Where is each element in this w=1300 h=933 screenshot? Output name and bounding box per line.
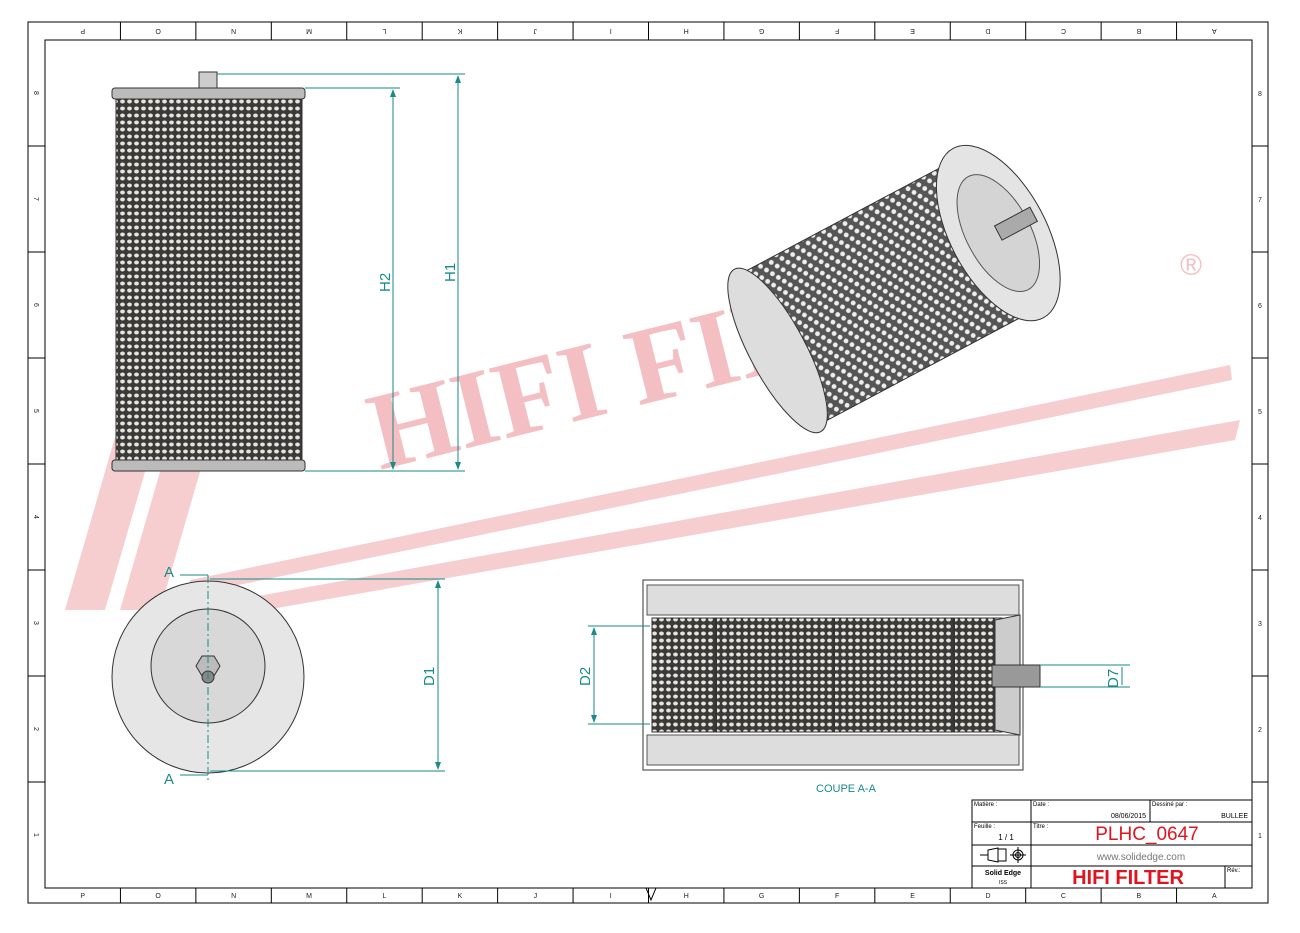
- row-label-left: 7: [32, 197, 39, 201]
- column-label-bottom: D: [985, 893, 990, 900]
- column-label-top: I: [610, 27, 612, 34]
- column-label-bottom: M: [306, 893, 312, 900]
- row-label-left: 2: [32, 727, 39, 731]
- column-label-top: D: [985, 27, 990, 34]
- row-label-right: 7: [1258, 197, 1262, 204]
- center-mark-icon: [645, 887, 657, 902]
- dim-d1: D1: [421, 667, 438, 686]
- column-label-top: N: [231, 27, 236, 34]
- row-label-left: 8: [32, 91, 39, 95]
- column-label-bottom: I: [610, 893, 612, 900]
- row-label-right: 6: [1258, 303, 1262, 310]
- column-label-bottom: L: [383, 893, 387, 900]
- row-label-right: 1: [1258, 833, 1262, 840]
- column-label-bottom: B: [1137, 893, 1142, 900]
- column-label-top: M: [306, 27, 312, 34]
- title-block: Matière : Date : 08/06/2015 Dessiné par …: [971, 799, 1253, 889]
- date-value: 08/06/2015: [1111, 813, 1146, 820]
- column-label-top: C: [1061, 27, 1066, 34]
- column-label-bottom: A: [1212, 893, 1217, 900]
- watermark-registered: ®: [1180, 249, 1202, 282]
- column-label-top: H: [684, 27, 689, 34]
- column-label-top: G: [759, 27, 764, 34]
- column-label-top: F: [835, 27, 839, 34]
- column-label-bottom: F: [835, 893, 839, 900]
- front-view: H2 H1: [111, 71, 465, 472]
- website: www.solidedge.com: [1096, 852, 1185, 863]
- feuille-label: Feuille :: [974, 824, 995, 830]
- end-view: A A D1: [111, 564, 445, 788]
- column-label-top: E: [910, 27, 915, 34]
- column-label-top: L: [382, 27, 386, 34]
- column-label-bottom: P: [80, 893, 85, 900]
- column-label-bottom: N: [231, 893, 236, 900]
- zone-labels: P P O O N N M M L L K K J J I I H H G G F F E E D D C C B B A A 8 8 7 7 6 6 5 5…: [32, 27, 1262, 900]
- section-mark-top: A: [164, 564, 174, 581]
- date-label: Date :: [1033, 802, 1049, 808]
- isometric-view: [727, 144, 1061, 434]
- column-label-bottom: H: [684, 893, 689, 900]
- column-label-top: K: [457, 27, 462, 34]
- dim-d7: D7: [1105, 669, 1122, 688]
- row-label-left: 3: [32, 621, 39, 625]
- column-label-top: B: [1136, 27, 1141, 34]
- dessine-value: BULLEE: [1221, 813, 1248, 820]
- matiere-label: Matière :: [974, 802, 998, 808]
- row-label-right: 5: [1258, 409, 1262, 416]
- dessine-label: Dessiné par :: [1152, 802, 1188, 808]
- column-label-top: P: [80, 27, 85, 34]
- column-label-bottom: E: [910, 893, 915, 900]
- column-label-top: J: [534, 27, 538, 34]
- column-label-bottom: J: [534, 893, 538, 900]
- section-caption: COUPE A-A: [816, 783, 877, 795]
- row-label-left: 6: [32, 303, 39, 307]
- row-label-right: 2: [1258, 727, 1262, 734]
- row-label-right: 4: [1258, 515, 1262, 522]
- feuille-value: 1 / 1: [998, 833, 1014, 842]
- row-label-left: 5: [32, 409, 39, 413]
- row-label-left: 4: [32, 515, 39, 519]
- dim-d2: D2: [577, 667, 594, 686]
- column-label-bottom: C: [1061, 893, 1066, 900]
- company-name: HIFI FILTER: [1072, 867, 1184, 889]
- projection-symbol-icon: [980, 847, 1026, 863]
- row-label-right: 8: [1258, 91, 1262, 98]
- section-view: D2 D7 COUPE A-A: [577, 579, 1130, 795]
- zone-ticks: [28, 22, 1268, 903]
- titre-label: Titre :: [1033, 824, 1048, 830]
- row-label-left: 1: [32, 833, 39, 837]
- drawing-title: PLHC_0647: [1095, 824, 1199, 845]
- software-sub: ISS: [999, 880, 1008, 886]
- column-label-top: A: [1212, 27, 1217, 34]
- row-label-right: 3: [1258, 621, 1262, 628]
- software-name: Solid Edge: [985, 870, 1021, 877]
- dim-h2: H2: [377, 273, 394, 292]
- column-label-bottom: K: [458, 893, 463, 900]
- column-label-bottom: O: [155, 893, 161, 900]
- rev-label: Rév.:: [1227, 868, 1241, 874]
- column-label-bottom: G: [759, 893, 764, 900]
- dim-h1: H1: [442, 263, 459, 282]
- section-mark-bottom: A: [164, 771, 174, 788]
- column-label-top: O: [155, 27, 161, 34]
